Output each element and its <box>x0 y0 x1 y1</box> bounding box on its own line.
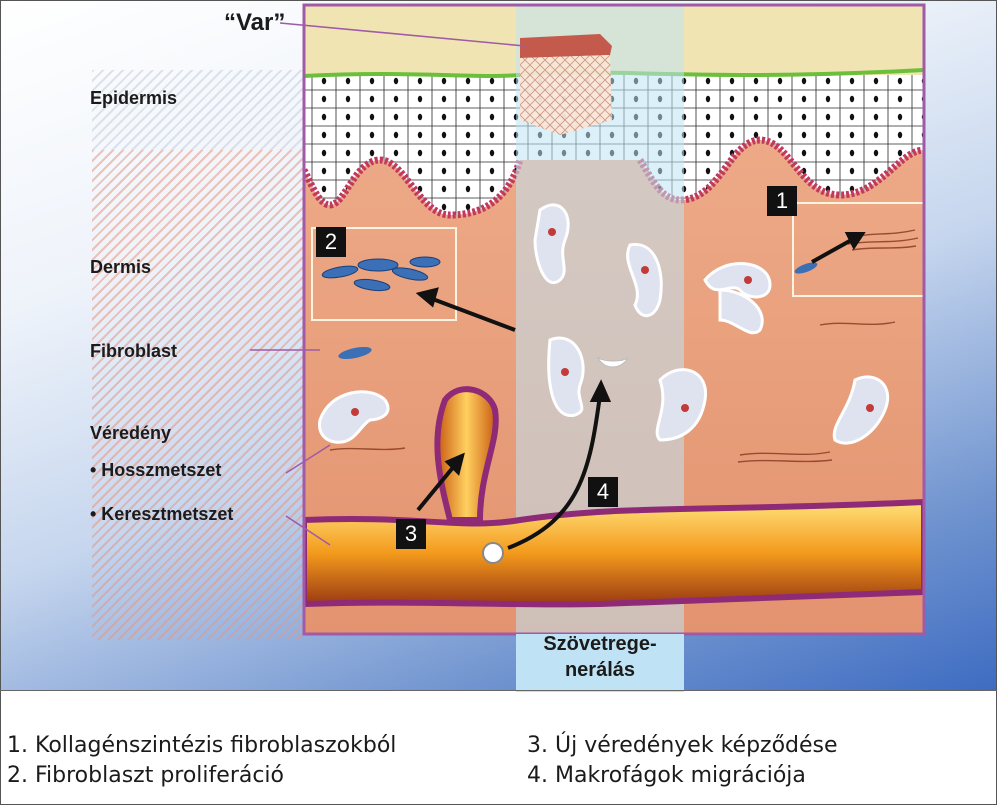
legend-item-1: 1. Kollagénszintézis fibroblaszokból <box>7 733 396 758</box>
scab-label: “Var” <box>224 9 285 37</box>
marker-3: 3 <box>396 519 426 549</box>
dermis-label: Dermis <box>90 257 151 278</box>
regeneration-caption-line-1: Szövetrege- <box>516 633 684 656</box>
marker-1: 1 <box>767 186 797 216</box>
regeneration-caption-line-2: nerálás <box>516 659 684 682</box>
cross-section-label: • Keresztmetszet <box>90 504 233 525</box>
fibroblast-label: Fibroblast <box>90 341 177 362</box>
legend-item-2: 2. Fibroblaszt proliferáció <box>7 763 284 788</box>
longitudinal-section-label: • Hosszmetszet <box>90 460 221 481</box>
epidermis-label: Epidermis <box>90 88 177 109</box>
legend-item-3: 3. Új véredények képződése <box>527 733 838 758</box>
blood-vessel-label: Véredény <box>90 423 171 444</box>
legend-item-4: 4. Makrofágok migrációja <box>527 763 806 788</box>
marker-4: 4 <box>588 477 618 507</box>
marker-2: 2 <box>316 227 346 257</box>
legend-divider <box>0 690 997 691</box>
